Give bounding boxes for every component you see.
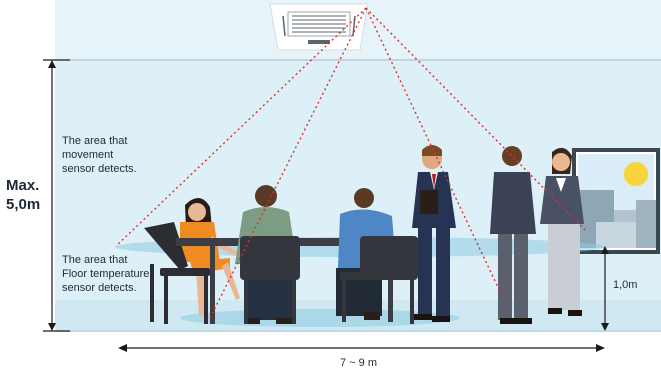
movement-sensor-label-line3: sensor detects. (62, 163, 137, 175)
person-man-standing-folder (412, 145, 456, 322)
window-icon (572, 148, 660, 254)
movement-detection-lines (115, 7, 588, 319)
movement-sensor-label-line1: The area that (62, 135, 128, 147)
meeting-people-group (144, 145, 584, 324)
room-width-label: 7 ~ 9 m (340, 357, 377, 369)
height-dimension-line (43, 59, 70, 332)
sun-icon (624, 162, 648, 186)
movement-sensor-label: The area that movement sensor detects. (62, 134, 137, 176)
movement-sensor-label-line2: movement (62, 149, 114, 161)
floor-sensor-label: The area that Floor temperature sensor d… (62, 253, 149, 295)
chair-icon (340, 236, 418, 324)
floor-sensor-label-line2: Floor temperature (62, 268, 150, 280)
max-height-label-line1: Max. (6, 177, 40, 194)
sensor-height-label: 1,0m (613, 279, 638, 291)
arrow-up-icon (48, 60, 56, 68)
floor-sensor-label-line1: The area that (62, 254, 128, 266)
max-height-label: Max. 5,0m (6, 176, 40, 214)
meeting-table (176, 238, 428, 324)
floor-sensor-label-line3: sensor detects. (62, 282, 137, 294)
arrow-left-icon (118, 344, 127, 352)
max-height-label-line2: 5,0m (6, 196, 41, 213)
arrow-right-icon (596, 344, 605, 352)
arrow-up-icon (601, 246, 609, 254)
person-woman-standing (540, 147, 584, 316)
ceiling-sensor-icon (269, 3, 369, 51)
arrow-down-icon (48, 323, 56, 331)
chair-icon (144, 222, 210, 324)
chair-icon (240, 236, 300, 324)
arrow-down-icon (601, 323, 609, 331)
person-man-standing-back (490, 146, 536, 324)
